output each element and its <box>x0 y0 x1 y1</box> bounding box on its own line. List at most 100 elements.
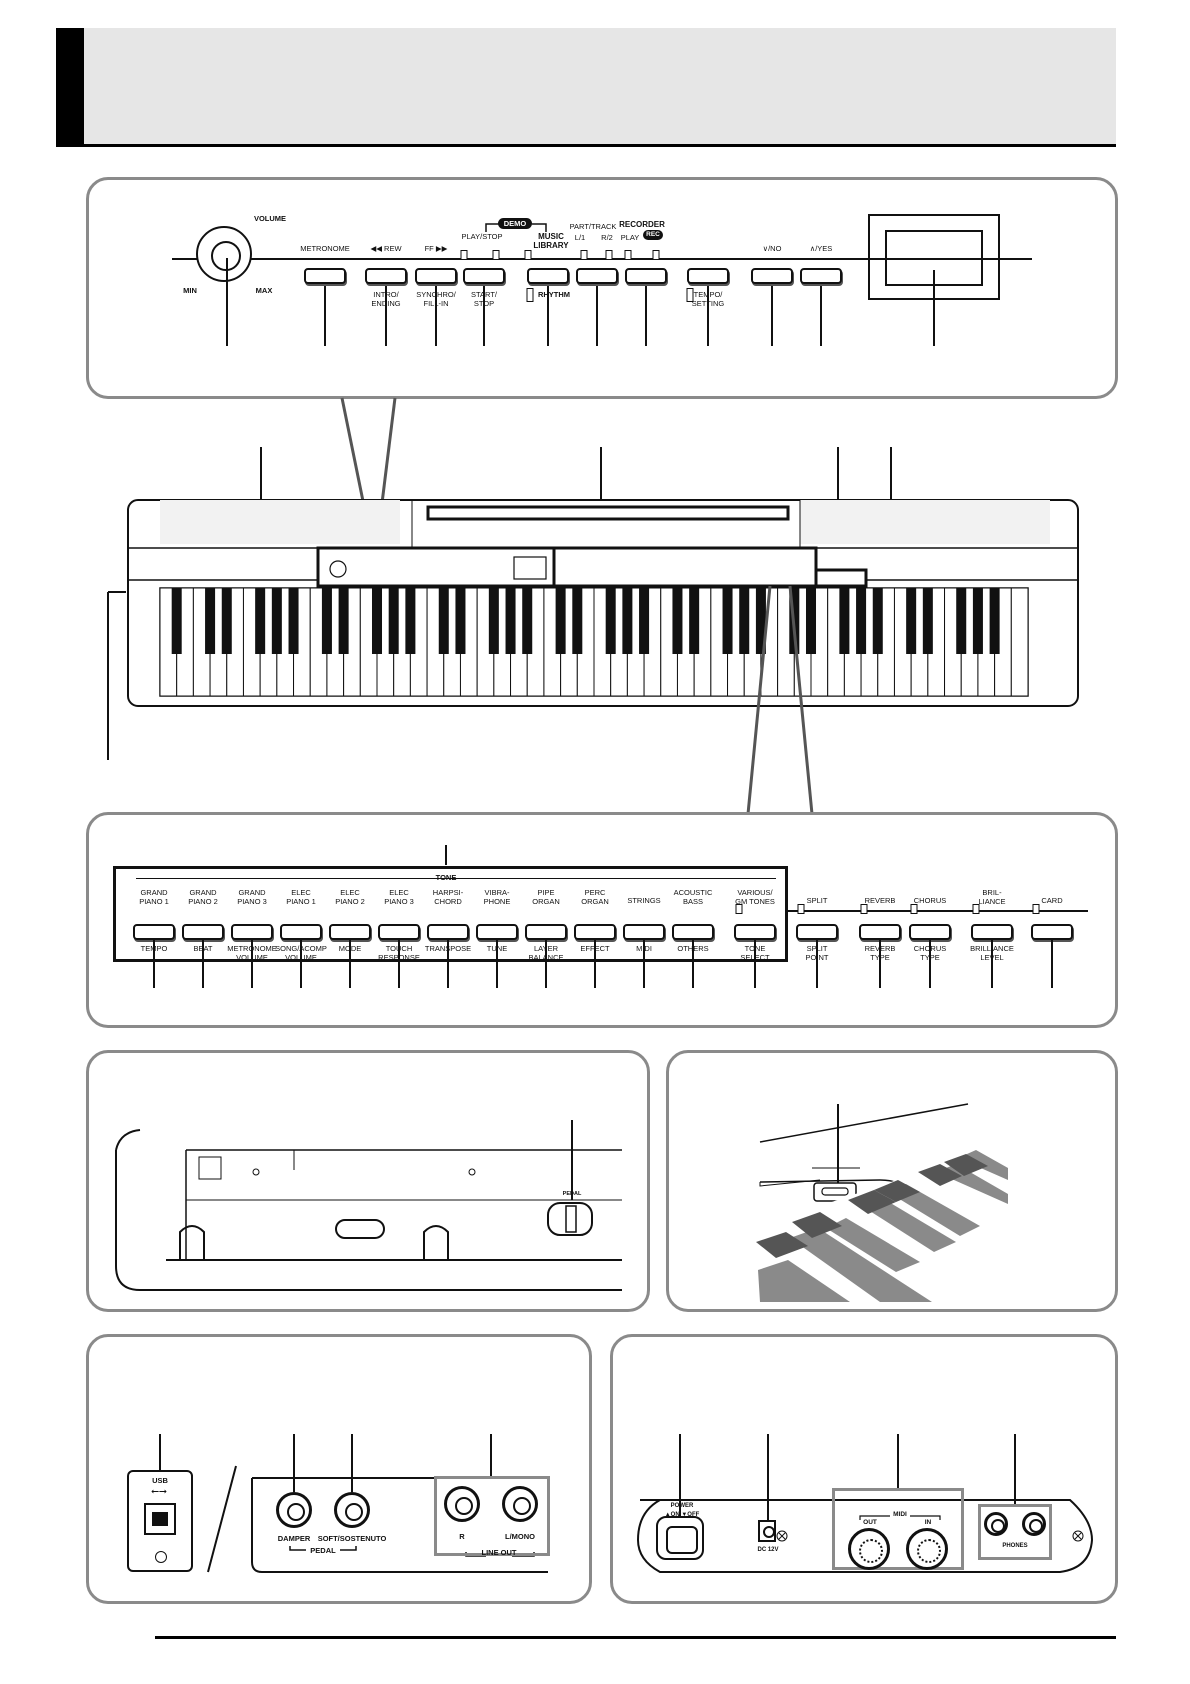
top-panel-button[interactable] <box>365 268 407 284</box>
black-key[interactable] <box>972 588 983 654</box>
black-key[interactable] <box>922 588 933 654</box>
volume-knob[interactable] <box>196 226 252 282</box>
black-key[interactable] <box>321 588 332 654</box>
black-key[interactable] <box>522 588 533 654</box>
black-key[interactable] <box>605 588 616 654</box>
top-panel-button[interactable] <box>751 268 793 284</box>
tone-panel-button[interactable] <box>182 924 224 940</box>
power-button[interactable] <box>656 1516 704 1560</box>
black-key[interactable] <box>338 588 349 654</box>
tone-panel-button[interactable] <box>623 924 665 940</box>
tone-lead-line <box>447 940 449 988</box>
midi-out-label: OUT <box>863 1519 877 1526</box>
tone-lead-line <box>754 940 756 988</box>
black-key[interactable] <box>221 588 232 654</box>
tone-panel-button[interactable] <box>280 924 322 940</box>
midi-label: MIDI <box>893 1511 907 1518</box>
black-key[interactable] <box>989 588 1000 654</box>
black-key[interactable] <box>755 588 766 654</box>
tone-panel-button[interactable] <box>427 924 469 940</box>
top-lead-line <box>820 286 822 346</box>
black-key[interactable] <box>689 588 700 654</box>
tone-panel-button[interactable] <box>734 924 776 940</box>
led-l1 <box>580 250 588 260</box>
soft-jack[interactable] <box>334 1492 370 1528</box>
tone-panel-button[interactable] <box>231 924 273 940</box>
top-panel-button[interactable] <box>800 268 842 284</box>
top-panel-button[interactable] <box>304 268 346 284</box>
top-lead-line <box>385 286 387 346</box>
top-panel-button[interactable] <box>415 268 457 284</box>
tone-button-upper-label: SPLIT <box>806 896 828 905</box>
white-key[interactable] <box>1010 587 1029 697</box>
black-key[interactable] <box>438 588 449 654</box>
black-key[interactable] <box>739 588 750 654</box>
black-key[interactable] <box>872 588 883 654</box>
black-key[interactable] <box>555 588 566 654</box>
black-key[interactable] <box>956 588 967 654</box>
tone-panel-button[interactable] <box>859 924 901 940</box>
black-key[interactable] <box>371 588 383 654</box>
tone-panel-button[interactable] <box>672 924 714 940</box>
black-key[interactable] <box>722 588 733 654</box>
tone-panel-button[interactable] <box>1031 924 1073 940</box>
black-key[interactable] <box>856 588 867 654</box>
tone-lead-line <box>349 940 351 988</box>
black-key[interactable] <box>271 588 282 654</box>
volume-max-label: MAX <box>255 286 273 295</box>
phones-jack-1[interactable] <box>984 1512 1008 1536</box>
tone-panel-button[interactable] <box>909 924 951 940</box>
line-out-r-hole <box>455 1497 473 1515</box>
tone-group-box <box>113 866 788 962</box>
tone-panel-button[interactable] <box>574 924 616 940</box>
usb-port[interactable] <box>144 1503 176 1535</box>
tone-button-upper-label: ELEC PIANO 3 <box>384 888 414 906</box>
dc-jack[interactable] <box>758 1520 776 1542</box>
tone-button-upper-label: GRAND PIANO 1 <box>139 888 169 906</box>
black-key[interactable] <box>805 588 817 654</box>
black-key[interactable] <box>455 588 466 654</box>
midi-box <box>832 1488 964 1570</box>
black-key[interactable] <box>388 588 399 654</box>
black-key[interactable] <box>288 588 299 654</box>
usb-led <box>155 1551 167 1563</box>
tone-panel-button[interactable] <box>329 924 371 940</box>
damper-jack[interactable] <box>276 1492 312 1528</box>
black-key[interactable] <box>488 588 499 654</box>
top-panel-button[interactable] <box>576 268 618 284</box>
tone-panel-button[interactable] <box>971 924 1013 940</box>
top-panel-button[interactable] <box>687 268 729 284</box>
top-panel-button[interactable] <box>527 268 569 284</box>
line-out-r-jack[interactable] <box>444 1486 480 1522</box>
black-key[interactable] <box>906 588 917 654</box>
usb-label: USB <box>152 1476 168 1485</box>
black-key[interactable] <box>839 588 850 654</box>
black-key[interactable] <box>205 588 216 654</box>
top-panel-button[interactable] <box>625 268 667 284</box>
tone-panel-button[interactable] <box>796 924 838 940</box>
black-key[interactable] <box>405 588 416 654</box>
black-key[interactable] <box>572 588 583 654</box>
tone-button-upper-label: VIBRA- PHONE <box>483 888 511 906</box>
line-out-l-jack[interactable] <box>502 1486 538 1522</box>
tone-panel-button[interactable] <box>476 924 518 940</box>
tone-panel-line <box>788 910 1088 912</box>
tone-lead-line <box>300 940 302 988</box>
black-key[interactable] <box>639 588 650 654</box>
tone-panel-button[interactable] <box>378 924 420 940</box>
volume-label: VOLUME <box>253 214 287 223</box>
tone-lead-line <box>1051 940 1053 988</box>
black-key[interactable] <box>255 588 266 654</box>
black-key[interactable] <box>171 588 182 654</box>
black-key[interactable] <box>622 588 633 654</box>
phones-jack-2[interactable] <box>1022 1512 1046 1536</box>
midi-out-port[interactable] <box>848 1528 890 1570</box>
black-key[interactable] <box>505 588 516 654</box>
phones-jack-2-hole <box>1029 1519 1043 1533</box>
tone-panel-button[interactable] <box>525 924 567 940</box>
black-key[interactable] <box>672 588 683 654</box>
top-panel-button[interactable] <box>463 268 505 284</box>
midi-in-port[interactable] <box>906 1528 948 1570</box>
tone-panel-button[interactable] <box>133 924 175 940</box>
